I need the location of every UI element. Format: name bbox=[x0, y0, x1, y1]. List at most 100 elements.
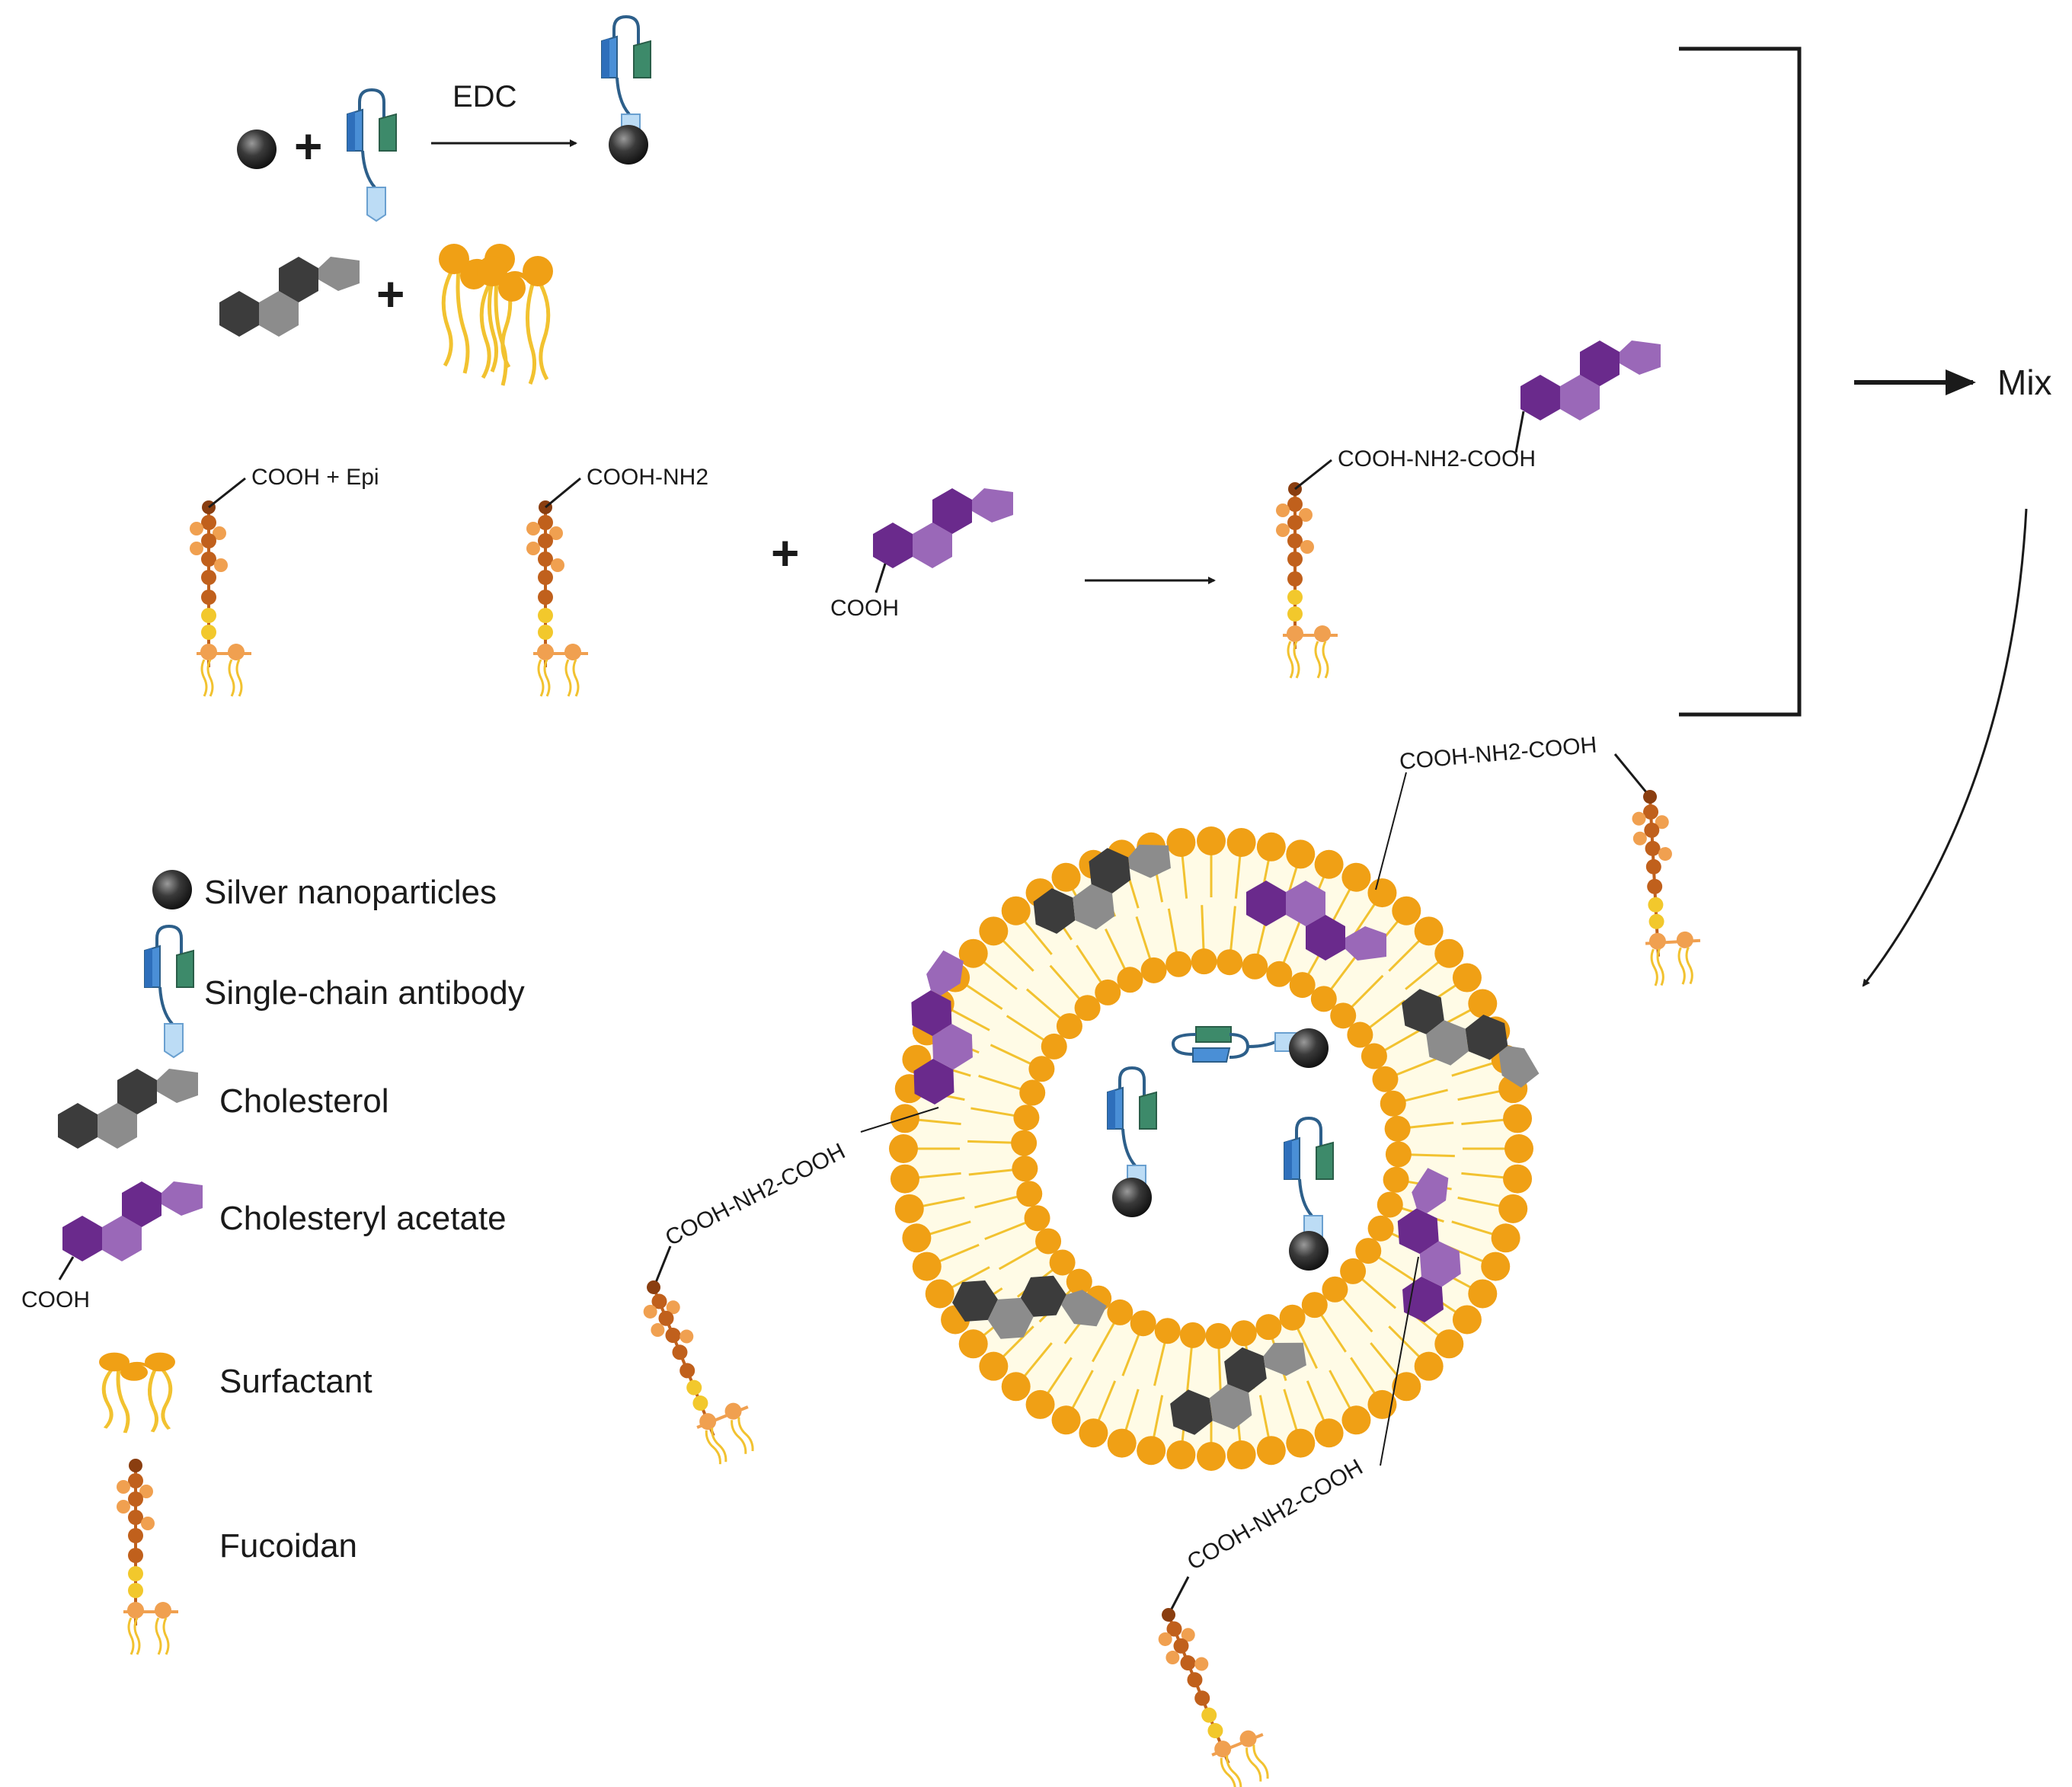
lipid-tail-outer bbox=[1461, 1118, 1506, 1126]
lipid-head-inner bbox=[1041, 1033, 1067, 1060]
lipid-head-outer bbox=[1226, 827, 1256, 857]
conjugate-label: COOH-NH2-COOH bbox=[1338, 446, 1536, 472]
legend-label-fucoidan: Fucoidan bbox=[219, 1527, 357, 1565]
mix-bracket: Mix bbox=[1679, 46, 2052, 987]
lipid-tail-inner bbox=[978, 1075, 1022, 1091]
lipid-head-inner bbox=[1049, 1249, 1076, 1276]
lipid-tail-inner bbox=[998, 1246, 1038, 1271]
lipid-head-inner bbox=[1242, 953, 1268, 980]
lipid-head-outer bbox=[1468, 989, 1498, 1018]
legend-label-cholesteryl-acetate: Cholesteryl acetate bbox=[219, 1200, 507, 1237]
plus-sign-1: + bbox=[294, 119, 322, 174]
legend-label-silver: Silver nanoparticles bbox=[204, 874, 497, 911]
lipid-head-inner bbox=[1322, 1276, 1348, 1303]
surface-conjugate-label-1: COOH-NH2-COOH bbox=[1399, 732, 1598, 775]
legend-icon-silver bbox=[152, 870, 192, 909]
lipid-head-outer bbox=[1286, 1428, 1316, 1458]
encapsulated-particle-3 bbox=[1289, 1231, 1329, 1271]
cholesteryl-acetate-molecule bbox=[873, 488, 1013, 568]
legend-label-surfactant: Surfactant bbox=[219, 1363, 373, 1400]
lipid-head-outer bbox=[1414, 916, 1444, 946]
lipid-head-inner bbox=[1384, 1115, 1411, 1142]
lipid-tail-inner bbox=[1351, 974, 1384, 1009]
lipid-head-inner bbox=[1301, 1292, 1328, 1319]
lipid-head-inner bbox=[1035, 1228, 1062, 1255]
lipid-head-inner bbox=[1140, 957, 1167, 983]
fucoidan-conjugation-row: COOH + Epi COOH-NH2 + COOH COOH-NH2-COOH bbox=[188, 340, 1661, 698]
lipid-head-inner bbox=[1019, 1079, 1046, 1106]
lipid-head-inner bbox=[1230, 1320, 1257, 1347]
lipid-head-inner bbox=[1330, 1002, 1357, 1029]
lipid-head-inner bbox=[1361, 1043, 1387, 1069]
lipid-tail-inner bbox=[1404, 1089, 1448, 1102]
lipid-head-inner bbox=[1383, 1166, 1409, 1193]
lipid-head-outer bbox=[1051, 862, 1081, 892]
lipid-head-outer bbox=[890, 1164, 919, 1194]
lipid-tail-outer bbox=[1001, 1325, 1034, 1359]
lipid-tail-outer bbox=[916, 1172, 961, 1179]
silver-nanoparticle bbox=[237, 129, 277, 169]
lipid-head-inner bbox=[1024, 1205, 1050, 1232]
lipid-tail-outer bbox=[937, 1243, 980, 1263]
ag-antibody-reaction: + EDC bbox=[237, 15, 652, 222]
lipid-head-outer bbox=[1503, 1164, 1533, 1194]
lipid-head-outer bbox=[925, 1279, 954, 1309]
cholesterol-surfactant-row: + bbox=[219, 244, 553, 385]
legend-label-cholesterol: Cholesterol bbox=[219, 1082, 389, 1120]
mix-label: Mix bbox=[1997, 363, 2052, 402]
lipid-tail-outer bbox=[1405, 960, 1440, 990]
legend-icon-fucoidan bbox=[115, 1457, 180, 1656]
fucoidan-nh2 bbox=[525, 499, 590, 698]
lipid-head-outer bbox=[912, 1252, 942, 1281]
lipid-head-inner bbox=[1279, 1304, 1306, 1331]
cholesteryl-cooh-label: COOH bbox=[830, 596, 899, 621]
lipid-head-outer bbox=[1481, 1252, 1511, 1281]
lipid-head-inner bbox=[1066, 1268, 1092, 1295]
lipid-tail-inner bbox=[1377, 1256, 1417, 1283]
lipid-tail-inner bbox=[1384, 1027, 1424, 1051]
lipid-tail-outer bbox=[1388, 938, 1421, 972]
lipid-tail-inner bbox=[974, 1195, 1018, 1209]
lipid-tail-inner bbox=[967, 1140, 1012, 1144]
conjugate-cholesteryl-acetate bbox=[1520, 340, 1661, 420]
lipid-tail-inner bbox=[1121, 1334, 1140, 1376]
lipid-tail-inner bbox=[1297, 1328, 1318, 1370]
lipid-head-inner bbox=[1179, 1322, 1206, 1348]
assembly-arrow bbox=[1862, 508, 2028, 987]
lipid-head-outer bbox=[1341, 1405, 1371, 1435]
lipid-head-inner bbox=[1340, 1258, 1367, 1284]
lipid-tail-inner bbox=[1105, 928, 1126, 970]
lipid-head-outer bbox=[1166, 827, 1196, 857]
single-chain-antibody bbox=[346, 88, 398, 222]
lipid-tail-inner bbox=[1330, 953, 1359, 990]
lipid-tail-inner bbox=[1361, 1278, 1397, 1309]
lipid-head-outer bbox=[1137, 1436, 1166, 1466]
lipid-head-inner bbox=[1011, 1130, 1038, 1156]
lipid-head-outer bbox=[1392, 1372, 1421, 1402]
lipid-head-outer bbox=[1051, 1405, 1081, 1435]
lipid-tail-inner bbox=[1369, 999, 1406, 1029]
lipid-tail-inner bbox=[1076, 945, 1102, 983]
lipid-head-outer bbox=[1314, 849, 1344, 879]
lipid-head-outer bbox=[958, 938, 988, 968]
legend-icon-cholesteryl-acetate bbox=[62, 1181, 203, 1261]
lipid-head-inner bbox=[1154, 1318, 1181, 1344]
lipid-head-inner bbox=[1012, 1156, 1038, 1182]
lipid-head-inner bbox=[1355, 1238, 1382, 1264]
liposome-vesicle bbox=[875, 826, 1543, 1471]
lipid-tail-inner bbox=[1201, 905, 1205, 950]
lipid-tail-inner bbox=[1006, 1015, 1045, 1041]
lipid-head-outer bbox=[1197, 1442, 1226, 1471]
legend-sublabel-cholesteryl-cooh: COOH bbox=[21, 1287, 90, 1312]
lipid-tail-outer bbox=[950, 1266, 990, 1290]
plus-sign-3: + bbox=[771, 526, 799, 580]
lipid-head-outer bbox=[1314, 1418, 1344, 1448]
surfactant-molecule-2 bbox=[477, 256, 553, 385]
fucoidan-epi bbox=[188, 499, 253, 698]
lipid-tail-outer bbox=[1124, 1389, 1140, 1432]
lipid-head-outer bbox=[1434, 1329, 1464, 1359]
lipid-head-outer bbox=[1452, 1305, 1482, 1335]
fucoidan-nh2-label: COOH-NH2 bbox=[587, 465, 708, 490]
lipid-head-outer bbox=[1498, 1194, 1528, 1223]
